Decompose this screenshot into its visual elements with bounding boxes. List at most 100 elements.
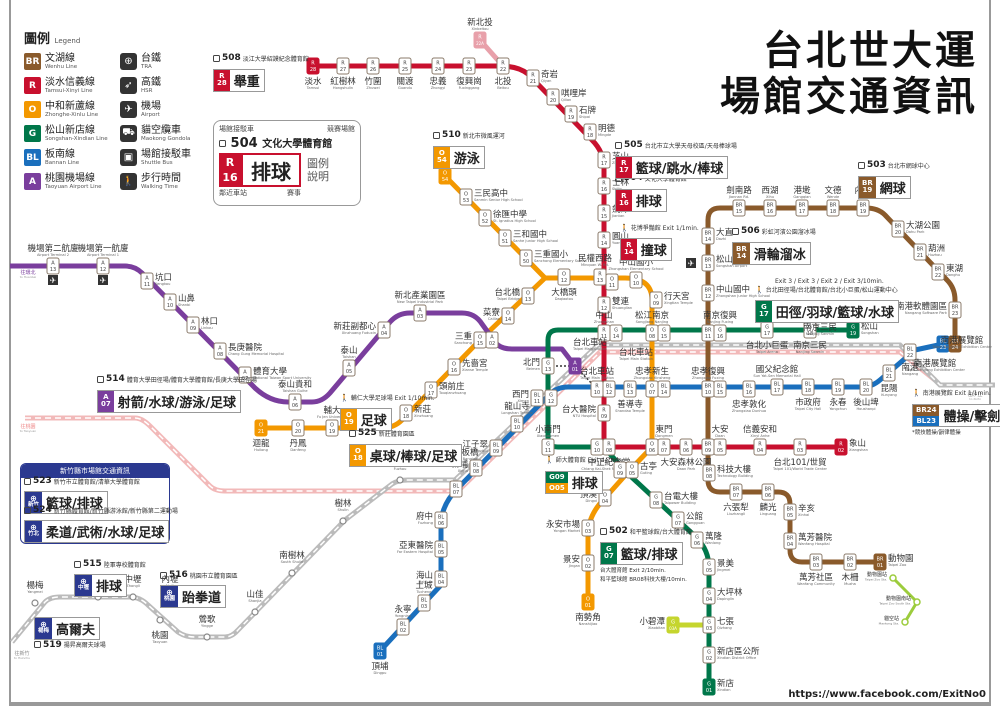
station-g15[interactable]: G15 bbox=[657, 324, 671, 342]
station-g14[interactable]: G14 bbox=[609, 324, 623, 342]
station-a01[interactable]: A01 bbox=[568, 357, 582, 375]
venue-walk-7[interactable]: Exit 3 / Exit 3 / Exit 2 / Exit 3/10min.… bbox=[755, 278, 899, 323]
station-g12[interactable]: G12 bbox=[544, 389, 558, 407]
footer-link[interactable]: https://www.facebook.com/ExitNo0 bbox=[788, 689, 986, 700]
station-a02[interactable]: A02 bbox=[485, 331, 499, 349]
station-g09[interactable]: G09 bbox=[613, 461, 627, 479]
station-bl23[interactable]: BL23 bbox=[936, 335, 950, 353]
